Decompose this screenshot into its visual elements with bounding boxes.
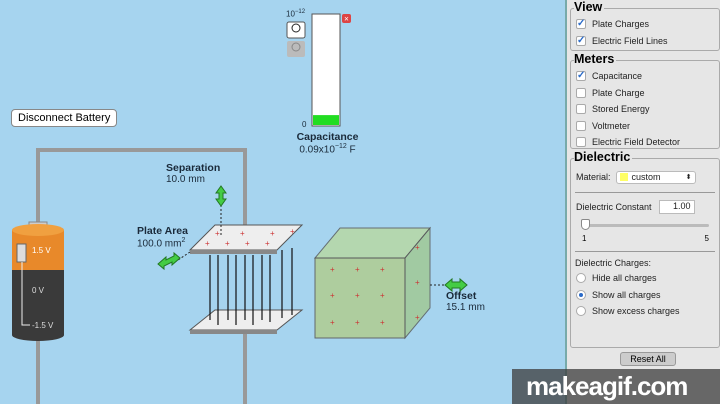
svg-text:+: + xyxy=(205,239,210,248)
meters-group: Meters ✓Capacitance Plate Charge Stored … xyxy=(570,52,720,151)
plate-charge-checkbox[interactable]: Plate Charge xyxy=(571,85,719,102)
watermark: makeagif.com xyxy=(512,369,720,404)
svg-text:+: + xyxy=(215,229,220,238)
svg-text:+: + xyxy=(330,265,335,274)
dielectric-group: Dielectric Material: custom⬍ Dielectric … xyxy=(570,150,720,348)
view-group: View ✓Plate Charges ✓Electric Field Line… xyxy=(570,0,720,51)
field-detector-checkbox[interactable]: Electric Field Detector xyxy=(571,134,719,151)
field-lines-checkbox[interactable]: ✓Electric Field Lines xyxy=(576,34,668,46)
svg-text:+: + xyxy=(225,239,230,248)
svg-text:+: + xyxy=(245,239,250,248)
material-label: Material: xyxy=(576,172,611,183)
bottom-plate xyxy=(188,309,304,331)
dielectric-title: Dielectric xyxy=(574,150,633,164)
capacitance-checkbox[interactable]: ✓Capacitance xyxy=(576,70,643,82)
svg-text:+: + xyxy=(355,265,360,274)
control-panel: View ✓Plate Charges ✓Electric Field Line… xyxy=(565,0,720,404)
svg-text:+: + xyxy=(330,291,335,300)
zoom-out-icon[interactable] xyxy=(287,41,305,57)
svg-text:+: + xyxy=(330,318,335,327)
show-all-charges-radio[interactable]: Show all charges xyxy=(571,287,719,304)
material-select[interactable]: custom⬍ xyxy=(615,170,696,184)
meters-title: Meters xyxy=(574,52,617,66)
hide-charges-radio[interactable]: Hide all charges xyxy=(571,270,719,287)
offset-drag-handle[interactable] xyxy=(444,277,468,293)
zoom-in-icon[interactable] xyxy=(286,21,306,39)
disconnect-battery-button[interactable]: Disconnect Battery xyxy=(11,109,118,127)
dielectric-charges-label: Dielectric Charges: xyxy=(575,258,652,268)
svg-text:+: + xyxy=(415,313,420,322)
dielectric-slider[interactable]: 1 5 xyxy=(581,219,709,247)
battery-label-top: 1.5 V xyxy=(32,246,51,255)
battery-label-mid: 0 V xyxy=(32,286,45,295)
slider-thumb[interactable] xyxy=(581,219,590,230)
svg-text:+: + xyxy=(415,278,420,287)
svg-text:+: + xyxy=(380,291,385,300)
battery-voltage-slider[interactable] xyxy=(16,243,27,263)
bottom-wire xyxy=(36,330,247,404)
voltmeter-checkbox[interactable]: Voltmeter xyxy=(571,118,719,135)
battery-label-bottom: -1.5 V xyxy=(32,321,54,330)
svg-text:+: + xyxy=(415,243,420,252)
dielectric-block[interactable] xyxy=(313,226,432,340)
svg-text:+: + xyxy=(380,265,385,274)
reset-all-button[interactable]: Reset All xyxy=(620,352,676,366)
svg-text:+: + xyxy=(265,239,270,248)
dielectric-constant-input[interactable]: 1.00 xyxy=(658,199,695,214)
svg-text:+: + xyxy=(355,318,360,327)
close-meter-icon[interactable] xyxy=(342,14,351,23)
dielectric-constant-label: Dielectric Constant xyxy=(576,201,652,212)
top-wire xyxy=(36,148,247,232)
simulation-canvas: × +++ +++ +++ +++ ++++ ++++ xyxy=(12,13,468,404)
svg-text:+: + xyxy=(240,229,245,238)
svg-text:+: + xyxy=(380,318,385,327)
separation-drag-handle[interactable] xyxy=(215,185,227,207)
capacitance-bar-fill xyxy=(313,115,339,125)
plate-charges-checkbox[interactable]: ✓Plate Charges xyxy=(576,18,650,30)
show-excess-charges-radio[interactable]: Show excess charges xyxy=(571,303,719,320)
meter-scale-zero: 0 xyxy=(302,120,307,129)
plate-area-drag-handle[interactable] xyxy=(157,251,181,271)
svg-text:+: + xyxy=(355,291,360,300)
view-title: View xyxy=(574,0,605,14)
battery xyxy=(12,221,64,341)
electric-field-lines xyxy=(209,248,293,325)
svg-text:+: + xyxy=(270,229,275,238)
capacitance-bar xyxy=(311,13,341,127)
stored-energy-checkbox[interactable]: Stored Energy xyxy=(571,101,719,118)
meter-scale-top: 10−12 xyxy=(286,9,306,19)
svg-text:×: × xyxy=(344,15,349,24)
svg-text:+: + xyxy=(290,227,295,236)
